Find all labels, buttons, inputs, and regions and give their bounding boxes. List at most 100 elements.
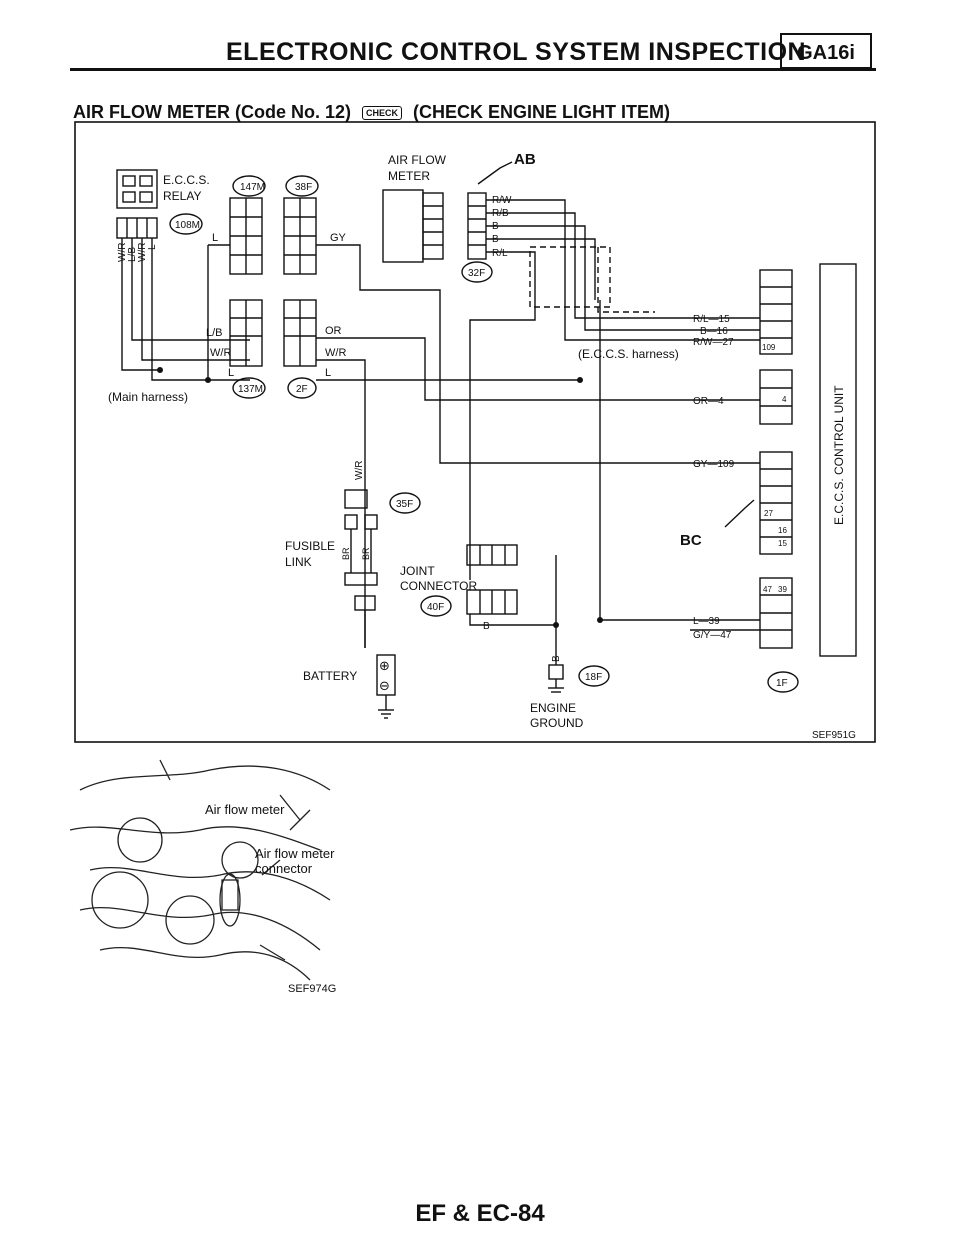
pin-4-label: 4 — [782, 395, 787, 404]
engine-ground — [548, 664, 564, 693]
battery — [376, 654, 396, 719]
relay-wire-lb — [131, 238, 250, 341]
wire-label-l3: L — [325, 367, 331, 379]
relay-label: E.C.C.S. — [163, 173, 210, 187]
bubble-1f — [767, 671, 799, 693]
battery-minus-icon: ⊖ — [379, 678, 390, 693]
section-title-end: (CHECK ENGINE LIGHT ITEM) — [413, 102, 671, 122]
airflow-meter-body — [382, 189, 444, 263]
pin-109-label: 109 — [762, 343, 776, 352]
bubble-108m — [169, 213, 203, 235]
page-title: ELECTRONIC CONTROL SYSTEM INSPECTION — [226, 38, 807, 66]
connector-35f-label: 35F — [396, 499, 413, 510]
section-heading: AIR FLOW METER (Code No. 12) CHECK (CHEC… — [73, 102, 670, 123]
terminal-47-label: G/Y—47 — [693, 630, 732, 641]
wire-label-rl: R/L — [492, 248, 508, 259]
bubble-40f — [420, 595, 452, 617]
bubble-137m — [232, 377, 266, 399]
terminal-27-label: R/W—27 — [693, 337, 734, 348]
diagram-frame — [74, 121, 876, 743]
bubble-18f — [578, 665, 610, 687]
relay-wire-wr2 — [141, 238, 250, 361]
junction-dots — [157, 367, 603, 628]
wire-or — [316, 337, 690, 401]
control-unit-box — [819, 263, 857, 657]
arrow-bc — [724, 499, 755, 528]
bubble-147m — [232, 175, 266, 197]
connector-18f-label: 18F — [585, 672, 602, 683]
relay-wire-wr — [121, 238, 160, 371]
wire-label-lb: L/B — [206, 327, 223, 339]
main-harness-label: (Main harness) — [108, 390, 188, 404]
joint-wire-label-b: B — [483, 621, 490, 632]
pin-16-label: 16 — [778, 526, 787, 535]
vertical-wire-label-wr: W/R — [354, 461, 365, 480]
pin-15-label: 15 — [778, 539, 787, 548]
fusible-link-label: FUSIBLE — [285, 539, 335, 553]
fusible-wire-label-br1: BR — [341, 547, 351, 560]
wire-gy-109 — [439, 340, 690, 464]
terminal-39-label: L—39 — [693, 616, 720, 627]
wire-wr-vertical — [316, 359, 366, 648]
relay-label-2: RELAY — [163, 189, 201, 203]
connector-40f-label: 40F — [427, 602, 444, 613]
wire-rb — [486, 212, 690, 319]
wire-gy — [316, 244, 441, 340]
connector-32f-label: 32F — [468, 268, 485, 279]
figure-id-photo: SEF974G — [288, 983, 336, 995]
connector-38f-label: 38F — [295, 182, 312, 193]
wire-label-wr: W/R — [210, 347, 231, 359]
battery-plus-icon: ⊕ — [379, 658, 390, 673]
fusible-link — [344, 489, 378, 648]
terminal-16-label: B—16 — [700, 326, 728, 337]
engine-photo-illustration — [69, 759, 331, 981]
relay-wire-l — [151, 238, 250, 381]
detail-bc-label: BC — [680, 532, 702, 549]
wire-label-gy: GY — [330, 232, 347, 244]
connector-32f — [467, 192, 487, 260]
photo-label-airflow-meter: Air flow meter — [205, 802, 285, 817]
connector-2f — [283, 299, 317, 367]
wire-label-l: L — [212, 232, 218, 244]
fusible-wire-label-br2: BR — [361, 547, 371, 560]
bubble-35f — [389, 492, 421, 514]
engine-ground-label: ENGINE — [530, 701, 576, 715]
pin-39-label: 39 — [778, 585, 787, 594]
airflow-label-2: METER — [388, 169, 430, 183]
wire-label-l2: L — [228, 367, 234, 379]
wire-label-b1: B — [492, 221, 499, 232]
check-engine-icon: CHECK — [362, 106, 403, 121]
section-title-start: AIR FLOW METER (Code No. 12) — [73, 102, 351, 122]
airflow-label: AIR FLOW — [388, 153, 447, 167]
joint-connector-label-2: CONNECTOR — [400, 579, 477, 593]
connector-137m — [229, 299, 263, 367]
pin-27-label: 27 — [764, 509, 773, 518]
engine-ground-label-2: GROUND — [530, 716, 584, 730]
fusible-link-label-2: LINK — [285, 555, 312, 569]
wire-rl — [469, 251, 536, 580]
wire-label-rb: R/B — [492, 208, 509, 219]
wire-label-rw: R/W — [492, 195, 512, 206]
terminal-4-label: OR—4 — [693, 396, 724, 407]
terminal-109-label: GY—109 — [693, 459, 735, 470]
page-number: EF & EC-84 — [415, 1200, 545, 1227]
terminal-15-label: R/L—15 — [693, 314, 730, 325]
relay-connector-108m — [116, 217, 158, 239]
bubble-32f — [461, 261, 493, 283]
relay-wire-label-wr2: W/R — [137, 243, 148, 262]
arrow-ab — [477, 161, 513, 185]
connector-108m-label: 108M — [175, 220, 200, 231]
connector-1f-label: 1F — [776, 678, 788, 689]
relay-wire-label-wr: W/R — [117, 243, 128, 262]
figure-id-diagram: SEF951G — [812, 730, 856, 741]
eccs-harness-label: (E.C.C.S. harness) — [578, 347, 679, 361]
connector-38f-top — [283, 197, 317, 275]
wire-b2 — [486, 238, 596, 300]
connector-147m-label: 147M — [240, 182, 265, 193]
wire-b1 — [486, 225, 690, 331]
shield-dashed — [529, 246, 655, 313]
connector-147m-top — [229, 197, 263, 275]
wire-label-wr2: W/R — [325, 347, 346, 359]
relay-wire-label-lb: L/B — [127, 247, 138, 262]
